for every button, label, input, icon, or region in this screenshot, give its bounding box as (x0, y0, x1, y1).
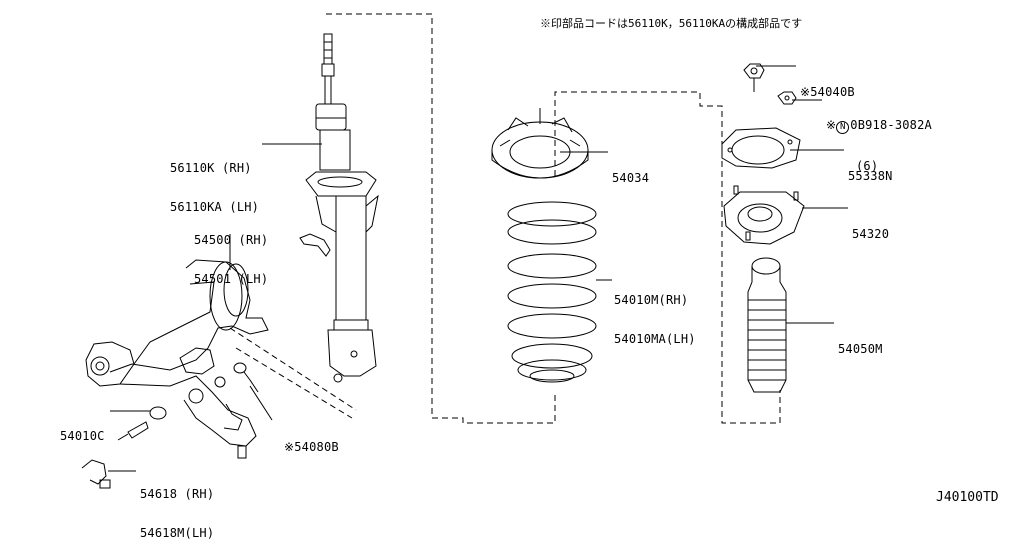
leader-lines (108, 65, 848, 472)
reference-mark: ※ (826, 118, 837, 132)
spring-seat-part (491, 108, 589, 179)
circled-n-icon: N (836, 121, 850, 134)
label-washer: 54010C (60, 404, 105, 456)
label-link-line-2: 54618M(LH) (140, 526, 215, 540)
stabilizer-link-part (81, 421, 149, 489)
mount-insulator-part (723, 185, 805, 245)
label-mount-cover: 55338N (848, 144, 893, 196)
label-mount-insulator-line-1: 54320 (852, 227, 890, 241)
mount-nut-code: 0B918-3082A (850, 118, 932, 132)
label-bump-boot: 54050M (838, 317, 883, 369)
parts-diagram (81, 13, 848, 489)
label-knuckle-line-2: 54501 (LH) (194, 272, 269, 286)
label-coil-spring-line-2: 54010MA(LH) (614, 332, 696, 346)
dashed-outlines (229, 13, 781, 424)
strut-assembly (299, 33, 379, 383)
header-note: ※印部品コードは56110K，56110KAの構成部品です (540, 17, 803, 30)
knuckle-assembly (85, 259, 269, 459)
label-mount-nut-line-2: (6) (856, 159, 879, 173)
label-bump-boot-line-1: 54050M (838, 342, 883, 356)
label-washer-line-1: 54010C (60, 429, 105, 443)
bump-boot-part (747, 257, 787, 393)
label-strut-line-1: 56110K (RH) (170, 161, 252, 175)
label-bolt: ※54080B (284, 415, 339, 467)
washer-part (149, 406, 167, 420)
diagram-id: J40100TD (936, 490, 999, 505)
mount-nut-part (777, 91, 797, 105)
label-mount-cover-line-1: 55338N (848, 169, 893, 183)
label-spring-seat-line-1: 54034 (612, 171, 650, 185)
label-strut-line-2: 56110KA (LH) (170, 200, 260, 214)
bolt-part (233, 362, 259, 393)
coil-spring-part (507, 201, 597, 383)
label-top-nut: ※54040B (800, 60, 855, 112)
label-top-nut-line-1: ※54040B (800, 85, 855, 99)
label-strut: 56110K (RH) 56110KA (LH) (170, 136, 259, 227)
top-nut-part (743, 63, 765, 92)
label-spring-seat: 54034 (612, 146, 649, 198)
mount-cover-part (721, 127, 801, 169)
label-link: 54618 (RH) 54618M(LH) (140, 462, 214, 553)
label-mount-insulator: 54320 (852, 202, 889, 254)
label-knuckle-line-1: 54500 (RH) (194, 233, 269, 247)
label-bolt-line-1: ※54080B (284, 440, 339, 454)
label-coil-spring-line-1: 54010M(RH) (614, 293, 689, 307)
label-link-line-1: 54618 (RH) (140, 487, 215, 501)
label-knuckle: 54500 (RH) 54501 (LH) (194, 208, 268, 299)
label-coil-spring: 54010M(RH) 54010MA(LH) (614, 268, 696, 359)
